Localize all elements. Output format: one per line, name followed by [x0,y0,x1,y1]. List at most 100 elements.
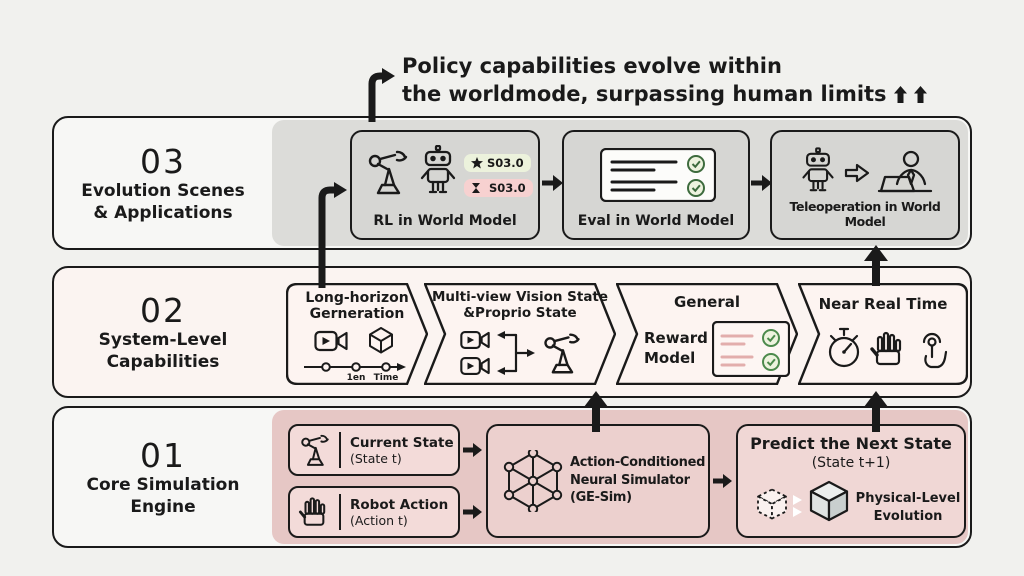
row01-title-line1: Core Simulation [86,475,240,496]
solid-cube-icon [809,480,849,522]
robot-action-box: Robot Action (Action t) [288,486,460,538]
score-badges: S03.0 S03.0 [464,154,533,204]
score-badge-pink: S03.0 [464,179,533,197]
double-chevron-icon [793,495,802,517]
eval-box-label: Eval in World Model [577,213,735,229]
divider [339,494,341,530]
row03-title-line2: & Applications [93,202,233,223]
ge-sim-line1: Action-Conditioned [570,455,706,470]
current-state-sub: (State t) [350,450,402,466]
stopwatch-icon [828,327,860,368]
timeline-tick2: Time [373,373,399,383]
chevron3-side1: Reward [644,329,708,347]
video-camera-icon [460,331,490,349]
row-core-simulation: 01 Core Simulation Engine Current State … [52,406,972,548]
eval-to-teleop-arrow [751,175,772,191]
row03-label: 03 Evolution Scenes & Applications [54,118,272,248]
chevron-near-real-time: Near Real Time [798,283,968,385]
predict-next-state-box: Predict the Next State (State t+1) [736,424,966,538]
robot-arm-icon [301,434,329,466]
person-at-laptop-icon [877,150,933,193]
row-evolution-scenes: 03 Evolution Scenes & Applications [52,116,972,250]
headline-line1: Policy capabilities evolve within [402,54,782,78]
checklist-icon [600,148,716,202]
timeline-tick1: 1en [346,373,366,383]
robot-icon [802,147,834,192]
robot-hand-icon [870,331,902,366]
eval-in-world-model-box: Eval in World Model [562,130,750,240]
chevron-shape [286,283,428,385]
row02-number: 02 [140,291,186,331]
chevron3-top: General [674,293,740,311]
row01-to-row02-arrow-left [584,391,608,432]
robot-action-title: Robot Action [350,496,449,513]
row02-title-line1: System-Level [98,330,228,351]
ge-sim-text: Action-Conditioned Neural Simulator (GE-… [570,454,705,507]
chevron4-title: Near Real Time [818,295,948,313]
ge-sim-box: Action-Conditioned Neural Simulator (GE-… [486,424,710,538]
rl-box-label: RL in World Model [373,213,517,229]
rl-in-world-model-box: S03.0 S03.0 RL in World Model [350,130,540,240]
ge-sim-line3: (GE-Sim) [570,490,632,506]
headline: Policy capabilities evolve within the wo… [402,52,927,108]
headline-elbow-arrow [368,68,395,122]
teleop-box-label: Teleoperation in World Model [789,199,941,229]
row-system-capabilities: 02 System-Level Capabilities Long-horizo… [52,266,972,398]
neural-network-icon [503,450,563,512]
row02-to-row03-arrow [864,245,888,286]
dashed-cube-icon [757,488,787,520]
divider [339,432,341,468]
sim-to-predict-arrow [713,474,732,488]
current-state-box: Current State (State t) [288,424,460,476]
chevron3-side: Reward Model [644,329,708,368]
current-state-text: Current State (State t) [350,435,454,466]
longhorizon-to-rl-arrow [318,182,347,288]
row02-title-line2: Capabilities [106,351,220,372]
fork-arrows-icon [497,331,535,375]
predict-title: Predict the Next State [750,434,952,453]
up-arrow-icon [893,85,907,103]
teleoperation-box: Teleoperation in World Model [770,130,960,240]
robot-action-to-sim-arrow [463,505,482,519]
hourglass-icon [472,183,480,193]
robot-action-text: Robot Action (Action t) [350,497,448,528]
rl-to-eval-arrow [542,175,563,191]
headline-line2: the worldmode, surpassing human limits [402,82,887,106]
row03-title-line1: Evolution Scenes [81,181,245,202]
row01-title-line2: Engine [130,496,196,517]
cube-icon [369,327,393,354]
chevron-reward-model: General Reward Model [616,283,798,385]
robot-arm-icon [544,333,580,374]
row01-number: 01 [140,436,186,476]
row01-label: 01 Core Simulation Engine [54,408,272,546]
up-arrow-icon [913,85,927,103]
predict-note: Physical-Level Evolution [852,490,964,525]
timeline-icon [304,362,406,372]
chevron3-side2: Model [644,348,696,367]
current-state-title: Current State [350,434,454,451]
row02-label: 02 System-Level Capabilities [54,268,272,396]
predict-note1: Physical-Level [855,491,961,506]
robot-action-sub: (Action t) [350,512,408,528]
score-badge-pink-text: S03.0 [489,181,526,195]
chevron2-title1: Multi-view Vision State [431,289,609,305]
robot-hand-icon [298,497,326,526]
score-badge-green: S03.0 [464,154,531,172]
current-state-to-sim-arrow [463,443,482,457]
chevron-long-horizon: Long-horizon Gerneration [286,283,428,385]
chevron-multiview: Multi-view Vision State &Proprio State [424,283,616,385]
predict-note2: Evolution [873,508,943,524]
reward-checklist-icon [712,321,790,377]
chevron2-title2: &Proprio State [463,305,577,321]
chevron1-title2: Gerneration [309,306,405,322]
chevron1-title1: Long-horizon [305,290,409,306]
star-icon [471,157,483,169]
robot-icon [420,145,456,194]
predict-sub: (State t+1) [811,455,891,471]
video-camera-icon [460,357,490,375]
row03-number: 03 [140,142,186,182]
robot-arm-icon [368,150,408,195]
hollow-right-arrow-icon [844,163,870,183]
row01-to-row02-arrow-right [864,391,888,432]
